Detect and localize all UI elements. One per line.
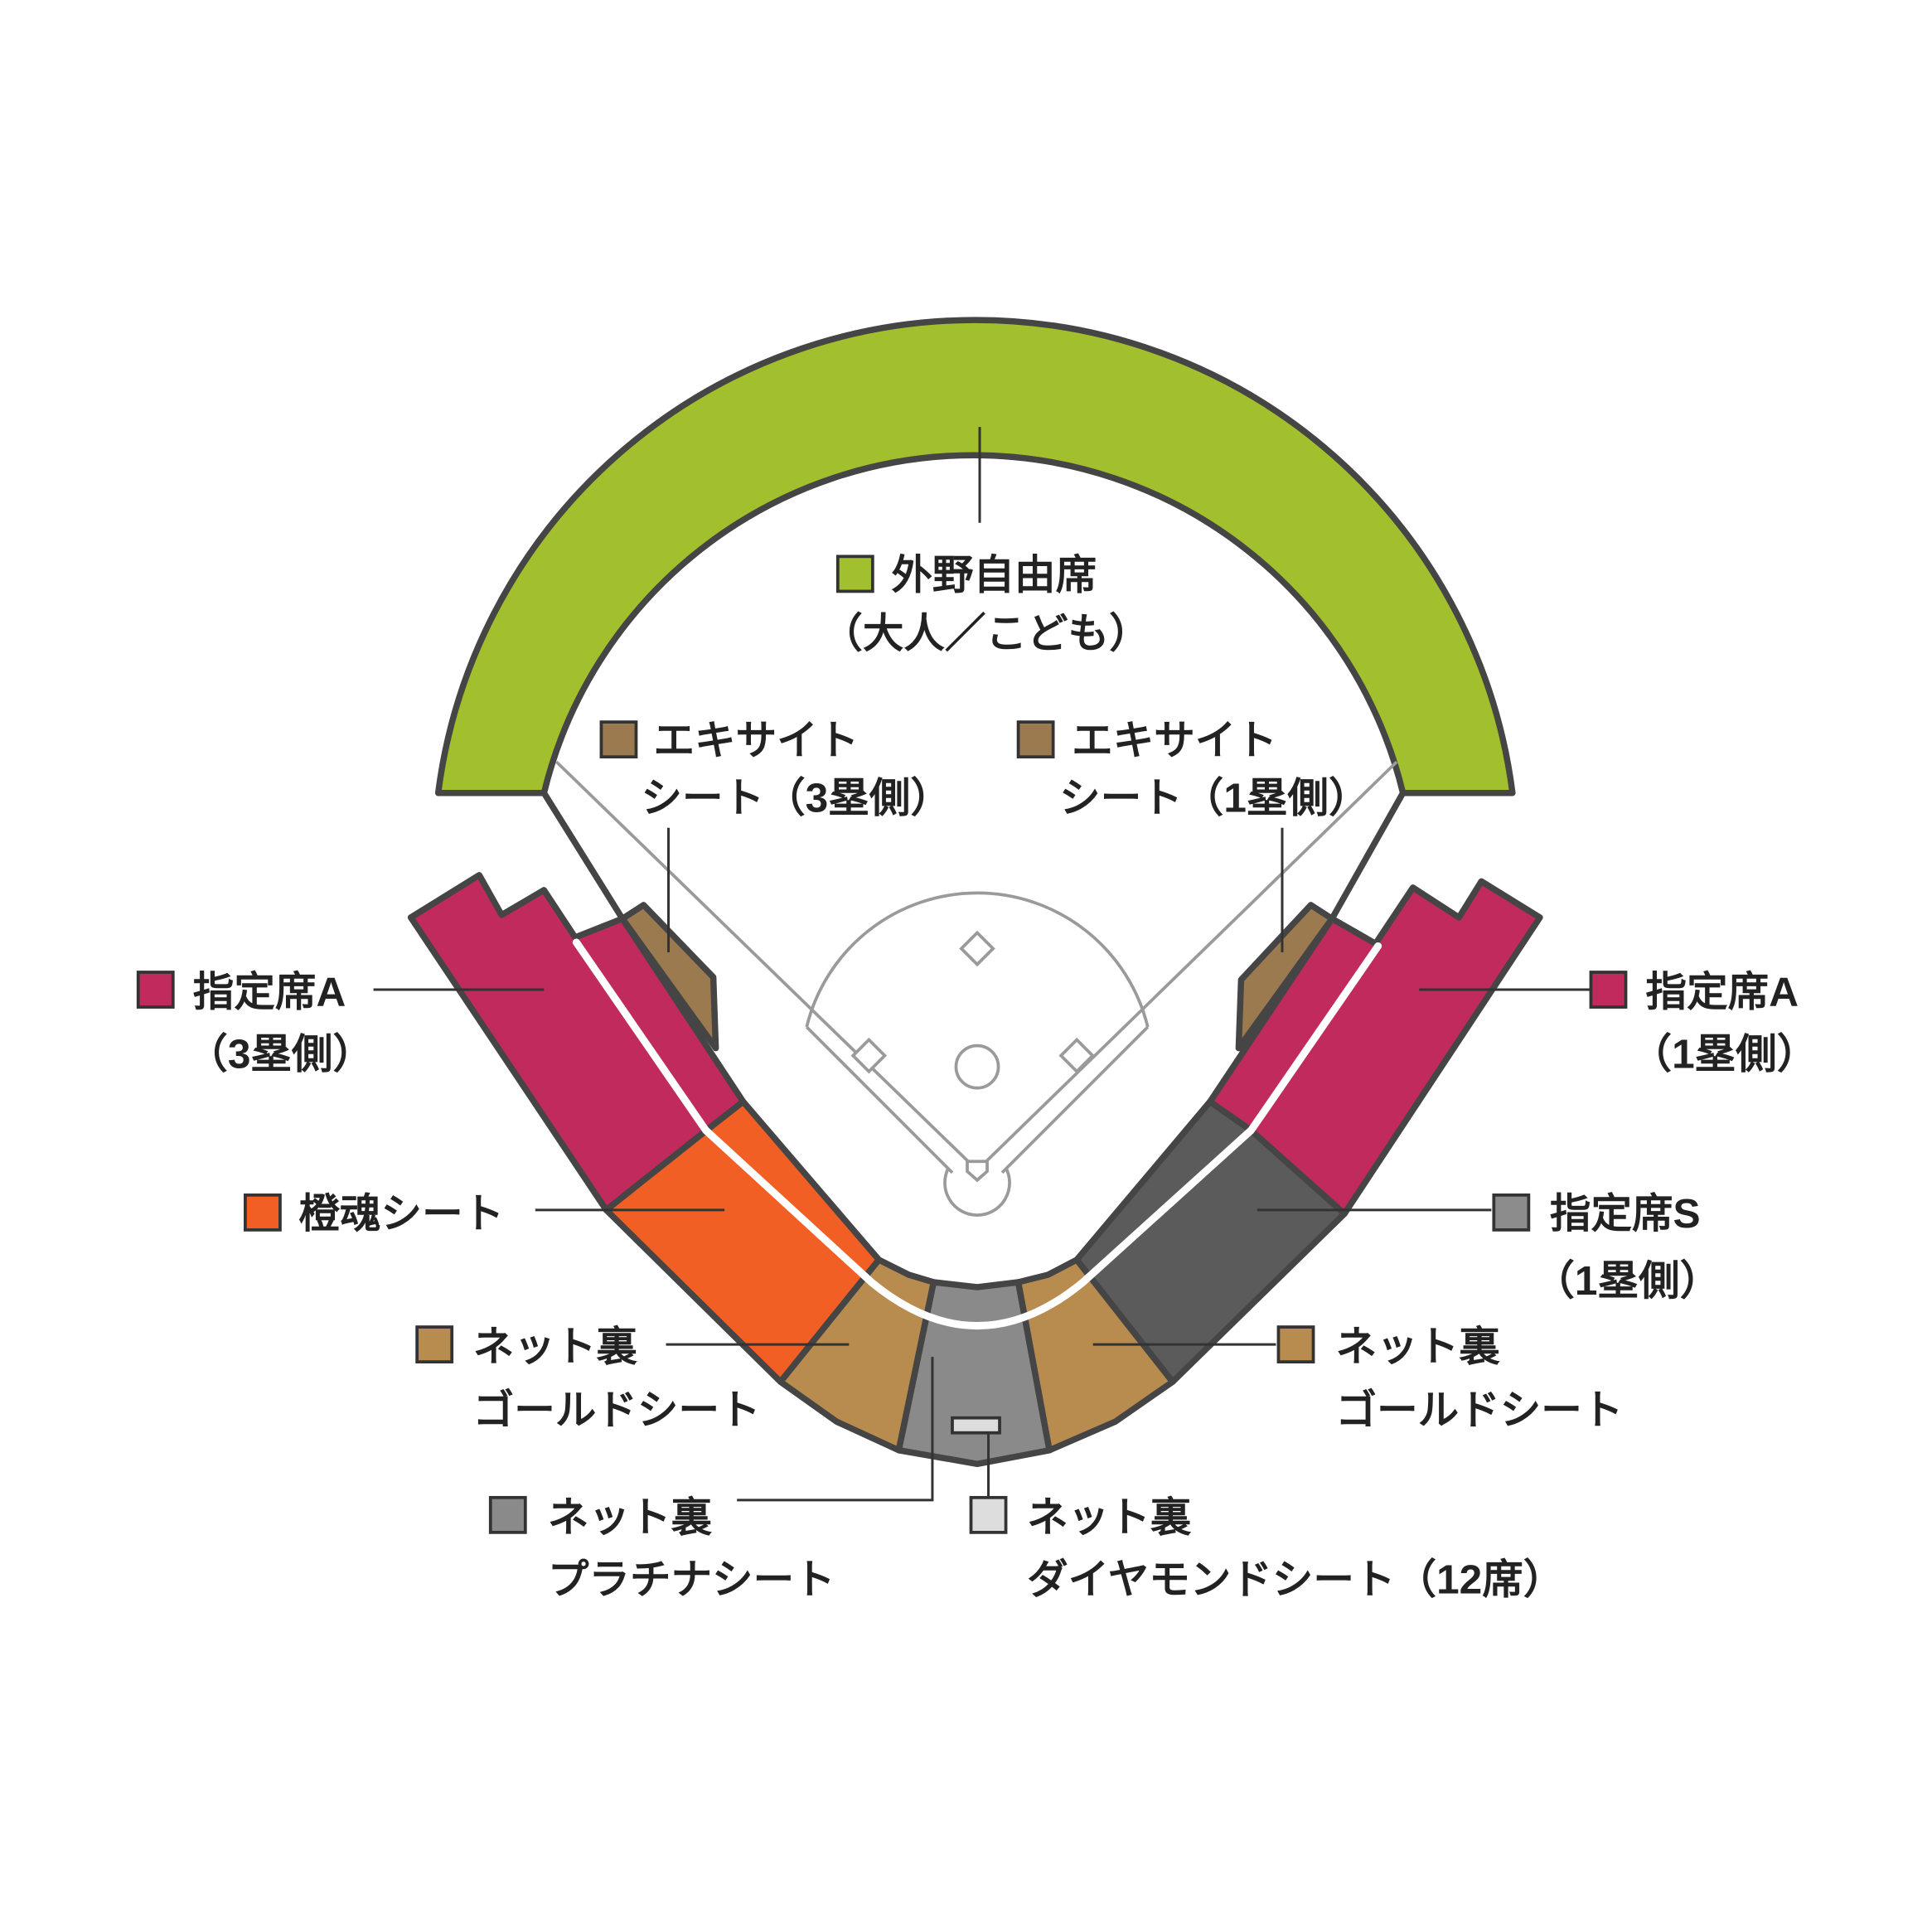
label-platinum: ネット裏 [548, 1494, 713, 1540]
baseball-diamond [555, 760, 1398, 1217]
first-base [1058, 1037, 1095, 1074]
label-reserved-s-1b: 指定席S [1550, 1190, 1701, 1237]
excite-1b-section [1235, 902, 1335, 1052]
legend-key-reserved-s-1b [1492, 1193, 1531, 1232]
label-diamond: ネット裏 [1027, 1494, 1192, 1540]
infield-edge-left [805, 1025, 954, 1174]
first-base-foul-line [976, 760, 1398, 1172]
label-excite-3b: エキサイト [654, 717, 859, 763]
second-base [959, 930, 995, 967]
sublabel-diamond: ダイヤモンドシート（12席） [1027, 1556, 1564, 1602]
diamond-seat-block [951, 1416, 1001, 1435]
label-gold-1b: ネット裏 [1336, 1324, 1501, 1370]
sublabel-excite-3b: シート（3塁側） [641, 774, 951, 821]
leader-platinum [737, 1357, 934, 1502]
legend-key-excite-1b [1016, 720, 1055, 759]
sublabel-reserved-s-1b: （1塁側） [1533, 1257, 1721, 1304]
legend-key-gold-1b [1276, 1325, 1315, 1363]
legend-key-reserved-a-3b [136, 971, 175, 1009]
legend-key-platinum [488, 1495, 527, 1534]
sublabel-reserved-a-3b: （3塁側） [186, 1031, 374, 1077]
third-base [850, 1037, 888, 1074]
excite-3b-section [619, 902, 719, 1052]
label-excite-1b: エキサイト [1072, 717, 1277, 763]
label-gold-3b: ネット裏 [473, 1324, 638, 1370]
legend-key-excite-3b [599, 720, 638, 759]
sublabel-excite-1b: シート（1塁側） [1059, 774, 1369, 821]
legend-key-orange-seat [244, 1193, 282, 1232]
legend-key-reserved-a-1b [1589, 971, 1628, 1009]
left-field-wall [540, 789, 626, 922]
legend-key-gold-3b [415, 1325, 454, 1363]
sublabel-reserved-a-1b: （1塁側） [1631, 1031, 1818, 1077]
infield-arc [805, 891, 1150, 1028]
orange-seat-section [603, 1098, 883, 1385]
sublabel-gold-3b: ゴールドシート [473, 1387, 761, 1433]
label-reserved-a-1b: 指定席A [1646, 969, 1799, 1015]
sublabel-platinum: プラチナシート [548, 1556, 835, 1602]
reserved-a-1b-section [1207, 878, 1543, 1218]
outfield-free-section [434, 317, 1516, 797]
legend-key-outfield [835, 554, 874, 593]
home-plate [966, 1160, 989, 1183]
sublabel-outfield: （大人／こども） [821, 610, 1150, 656]
label-orange-seat: 橙魂シート [298, 1190, 504, 1237]
infield-edge-right [1000, 1025, 1150, 1174]
home-circle [943, 1166, 1011, 1217]
right-field-wall [1329, 789, 1407, 922]
pitchers-mound [954, 1043, 1000, 1090]
legend-key-diamond [969, 1495, 1008, 1534]
label-outfield: 外野自由席 [891, 551, 1097, 598]
concourse-walkway [572, 938, 1382, 1330]
sublabel-gold-1b: ゴールドシート [1336, 1387, 1624, 1433]
label-reserved-a-3b: 指定席A [193, 969, 346, 1015]
third-base-foul-line [555, 760, 979, 1172]
